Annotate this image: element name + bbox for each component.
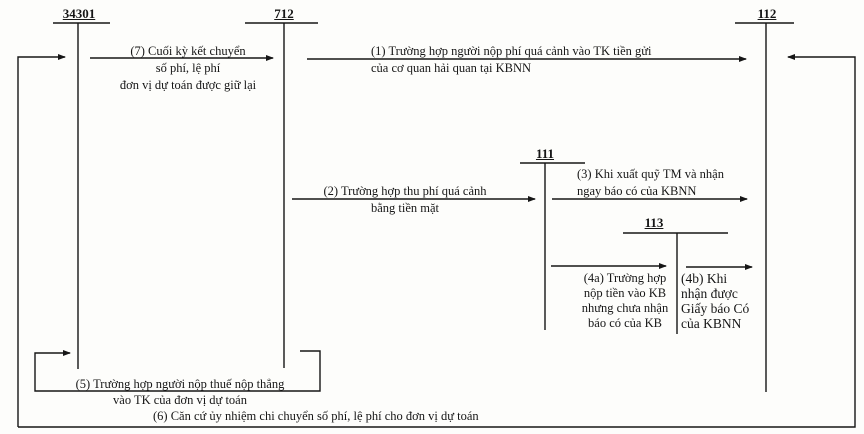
entry-4b-line-2: nhận được (681, 286, 738, 301)
entry-2-label: (2) Trường hợp thu phí quá cảnh bằng tiề… (310, 184, 500, 216)
entry-4a-label: (4a) Trường hợp nộp tiền vào KB nhưng ch… (575, 271, 675, 331)
entry-5-label: (5) Trường hợp người nộp thuế nộp thẳng … (50, 377, 310, 408)
entry-3-line-1: (3) Khi xuất quỹ TM và nhận (577, 167, 724, 181)
entry-7-line-3: đơn vị dự toán được giữ lại (119, 78, 257, 92)
entry-7-line-2: số phí, lệ phí (155, 61, 221, 75)
entry-7-label: (7) Cuối kỳ kết chuyển số phí, lệ phí đơ… (108, 44, 268, 93)
entry-1-label: (1) Trường hợp người nộp phí quá cảnh và… (371, 44, 652, 76)
entry-3-line-2: ngay báo có của KBNN (577, 184, 697, 198)
entry-4b-line-1: (4b) Khi (681, 271, 728, 286)
entry-4a-line-1: (4a) Trường hợp (583, 271, 667, 285)
entry-2-line-1: (2) Trường hợp thu phí quá cảnh (323, 184, 487, 198)
t-account-712 (245, 22, 318, 368)
entry-1-line-2: của cơ quan hải quan tại KBNN (371, 61, 532, 75)
entry-4b-line-4: của KBNN (681, 316, 742, 331)
t-account-113 (623, 232, 728, 334)
entry-4b-line-3: Giấy báo Có (681, 301, 750, 316)
entry-5-line-1: (5) Trường hợp người nộp thuế nộp thẳng (75, 377, 285, 391)
arrow-6-left (17, 54, 66, 427)
entry-6-line-1: (6) Căn cứ ủy nhiệm chi chuyển số phí, l… (153, 409, 479, 423)
entry-1-line-1: (1) Trường hợp người nộp phí quá cảnh và… (371, 44, 652, 58)
account-label-34301: 34301 (62, 6, 96, 21)
arrow-5 (34, 350, 321, 392)
account-label-111: 111 (535, 146, 555, 161)
entry-4b-label: (4b) Khi nhận được Giấy báo Có của KBNN (681, 271, 749, 331)
entry-3-label: (3) Khi xuất quỹ TM và nhận ngay báo có … (577, 167, 724, 199)
entry-5-line-2: vào TK của đơn vị dự toán (113, 393, 247, 407)
arrow-6-right (18, 54, 856, 428)
entry-4a-line-3: nhưng chưa nhận (581, 301, 669, 315)
account-label-113: 113 (644, 215, 664, 230)
t-account-112 (735, 22, 794, 392)
t-account-34301 (53, 22, 110, 369)
t-account-111 (520, 162, 585, 330)
entry-7-line-1: (7) Cuối kỳ kết chuyển (130, 44, 246, 58)
entry-2-line-2: bằng tiền mặt (370, 201, 440, 215)
entry-4a-line-2: nộp tiền vào KB (583, 286, 667, 300)
account-label-712: 712 (274, 6, 294, 21)
account-label-112: 112 (757, 6, 777, 21)
entry-4a-line-4: báo có của KB (588, 316, 662, 330)
entry-6-label: (6) Căn cứ ủy nhiệm chi chuyển số phí, l… (153, 409, 479, 424)
